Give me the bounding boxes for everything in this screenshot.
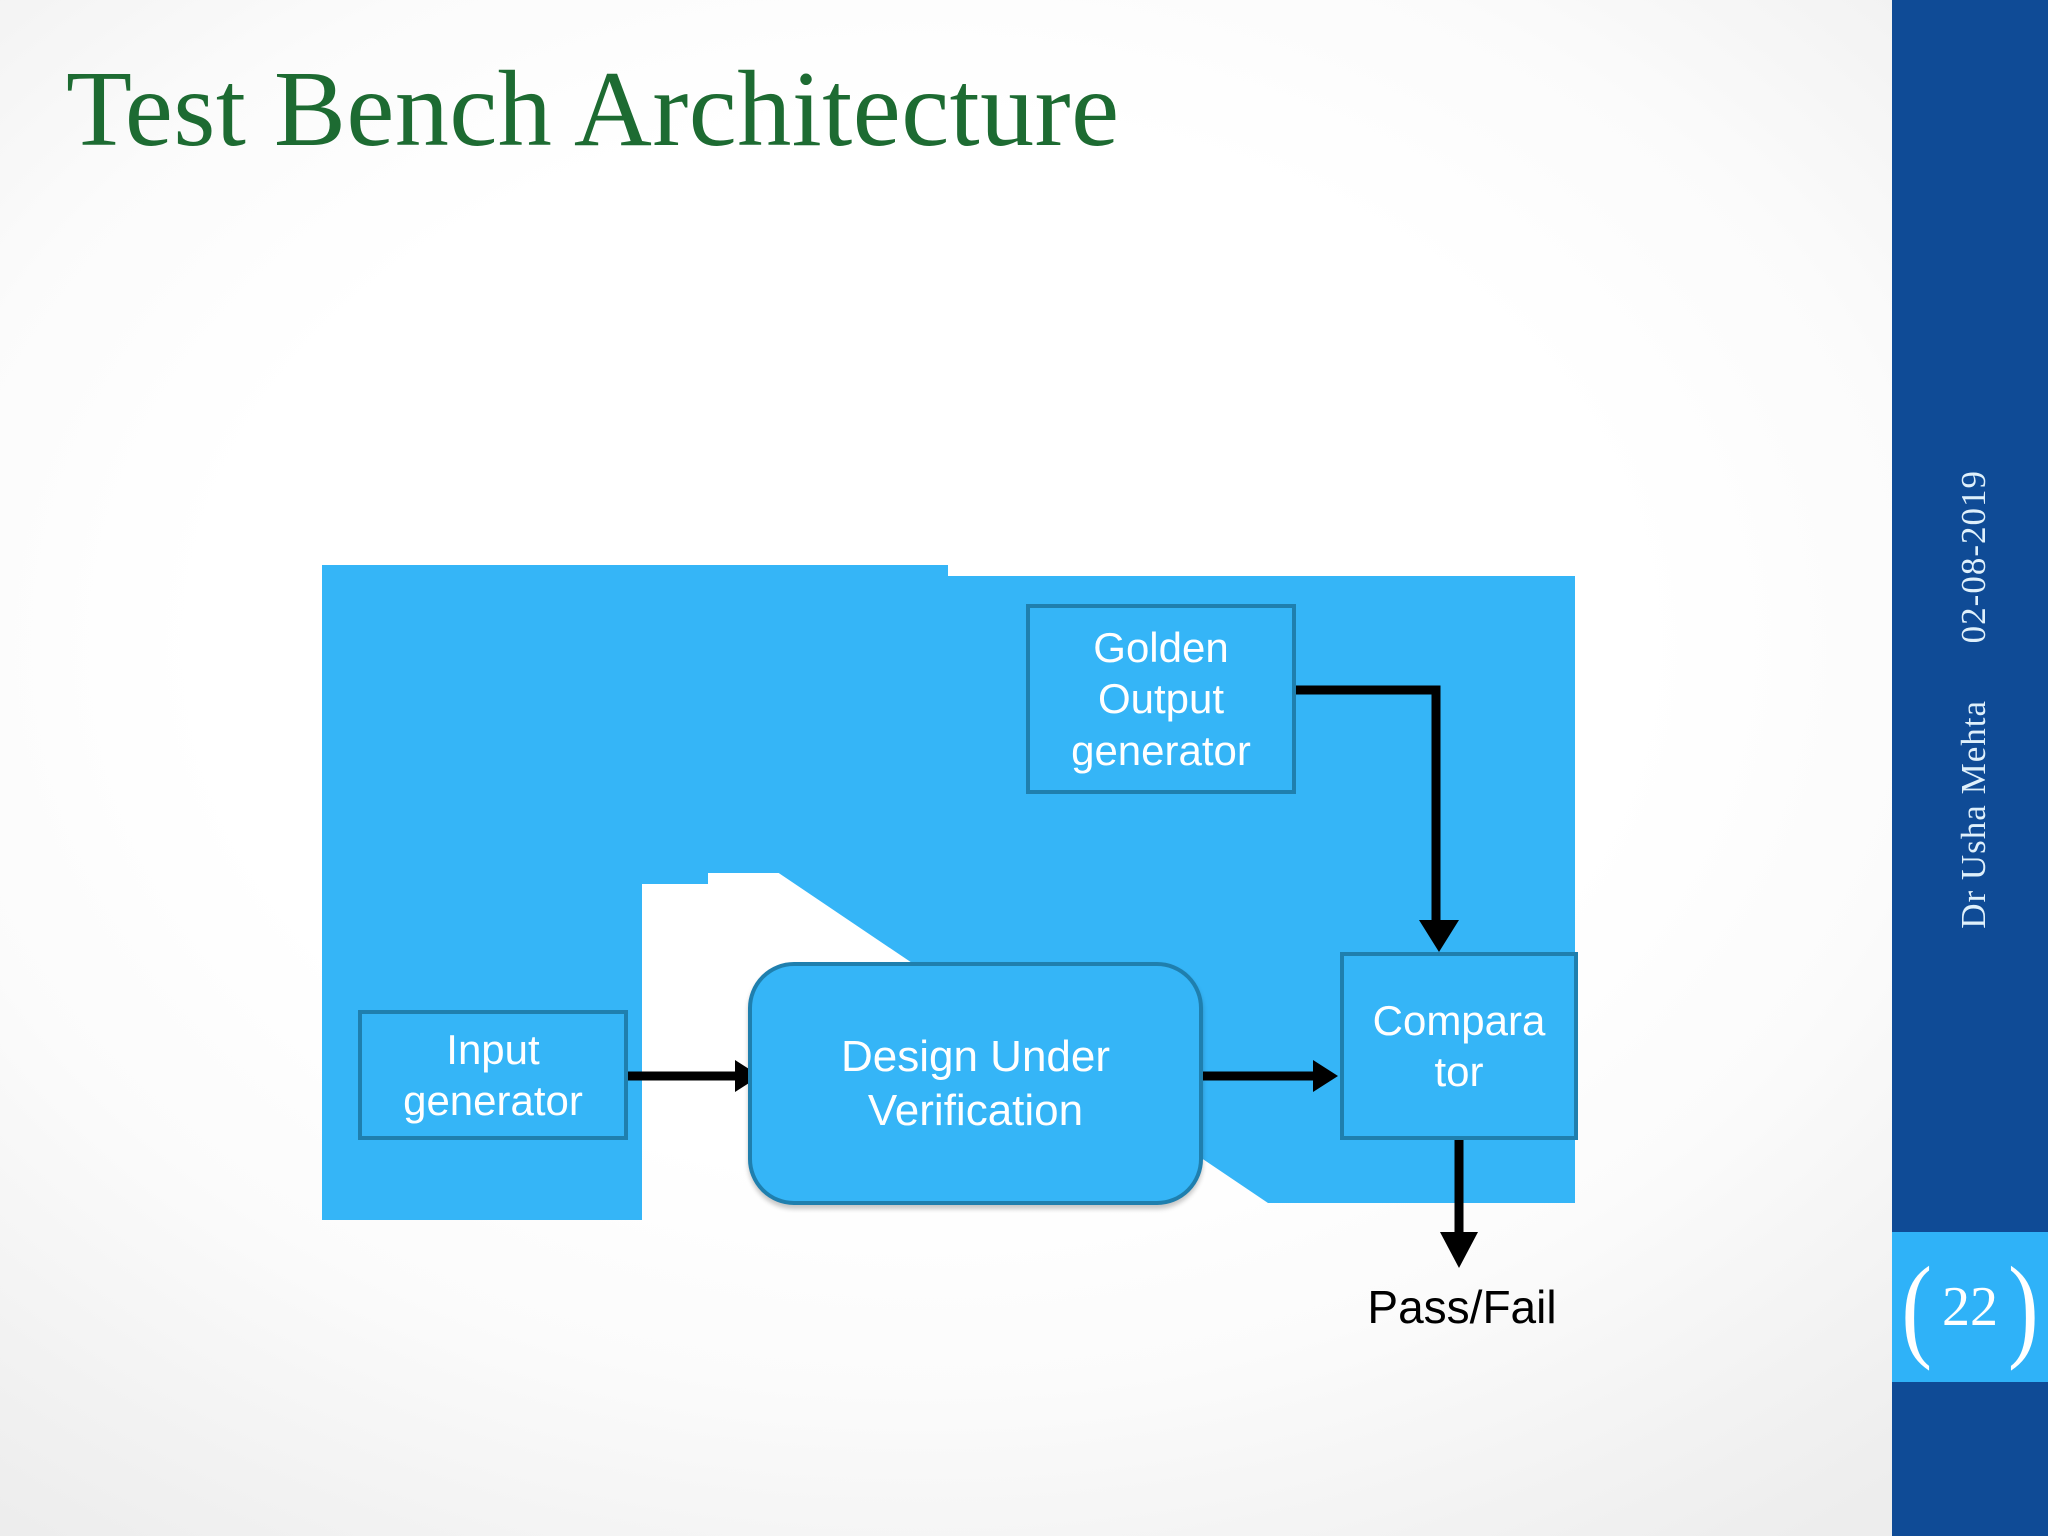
page-number: 22: [1942, 1276, 1998, 1338]
sidebar-author: Dr Usha Mehta: [1954, 700, 1993, 929]
bracket-right-glyph: ): [2008, 1243, 2039, 1371]
sidebar-date: 02-08-2019: [1954, 470, 1993, 644]
page-number-badge: ( 22 ): [1892, 1232, 2048, 1382]
arrow-duv-to-comparator: [1203, 1060, 1338, 1092]
arrow-input-to-duv: [628, 1060, 760, 1092]
node-comparator[interactable]: Compara tor: [1340, 952, 1578, 1140]
node-design-under-verification[interactable]: Design Under Verification: [748, 962, 1203, 1205]
node-golden-output-generator[interactable]: Golden Output generator: [1026, 604, 1296, 794]
bracket-left-glyph: (: [1901, 1243, 1932, 1371]
arrow-comparator-to-passfail: [1440, 1140, 1478, 1268]
output-label-pass-fail: Pass/Fail: [1367, 1281, 1557, 1333]
arrow-golden-to-comparator: [1296, 685, 1459, 952]
node-input-generator[interactable]: Input generator: [358, 1010, 628, 1140]
page-title: Test Bench Architecture: [66, 50, 1120, 169]
